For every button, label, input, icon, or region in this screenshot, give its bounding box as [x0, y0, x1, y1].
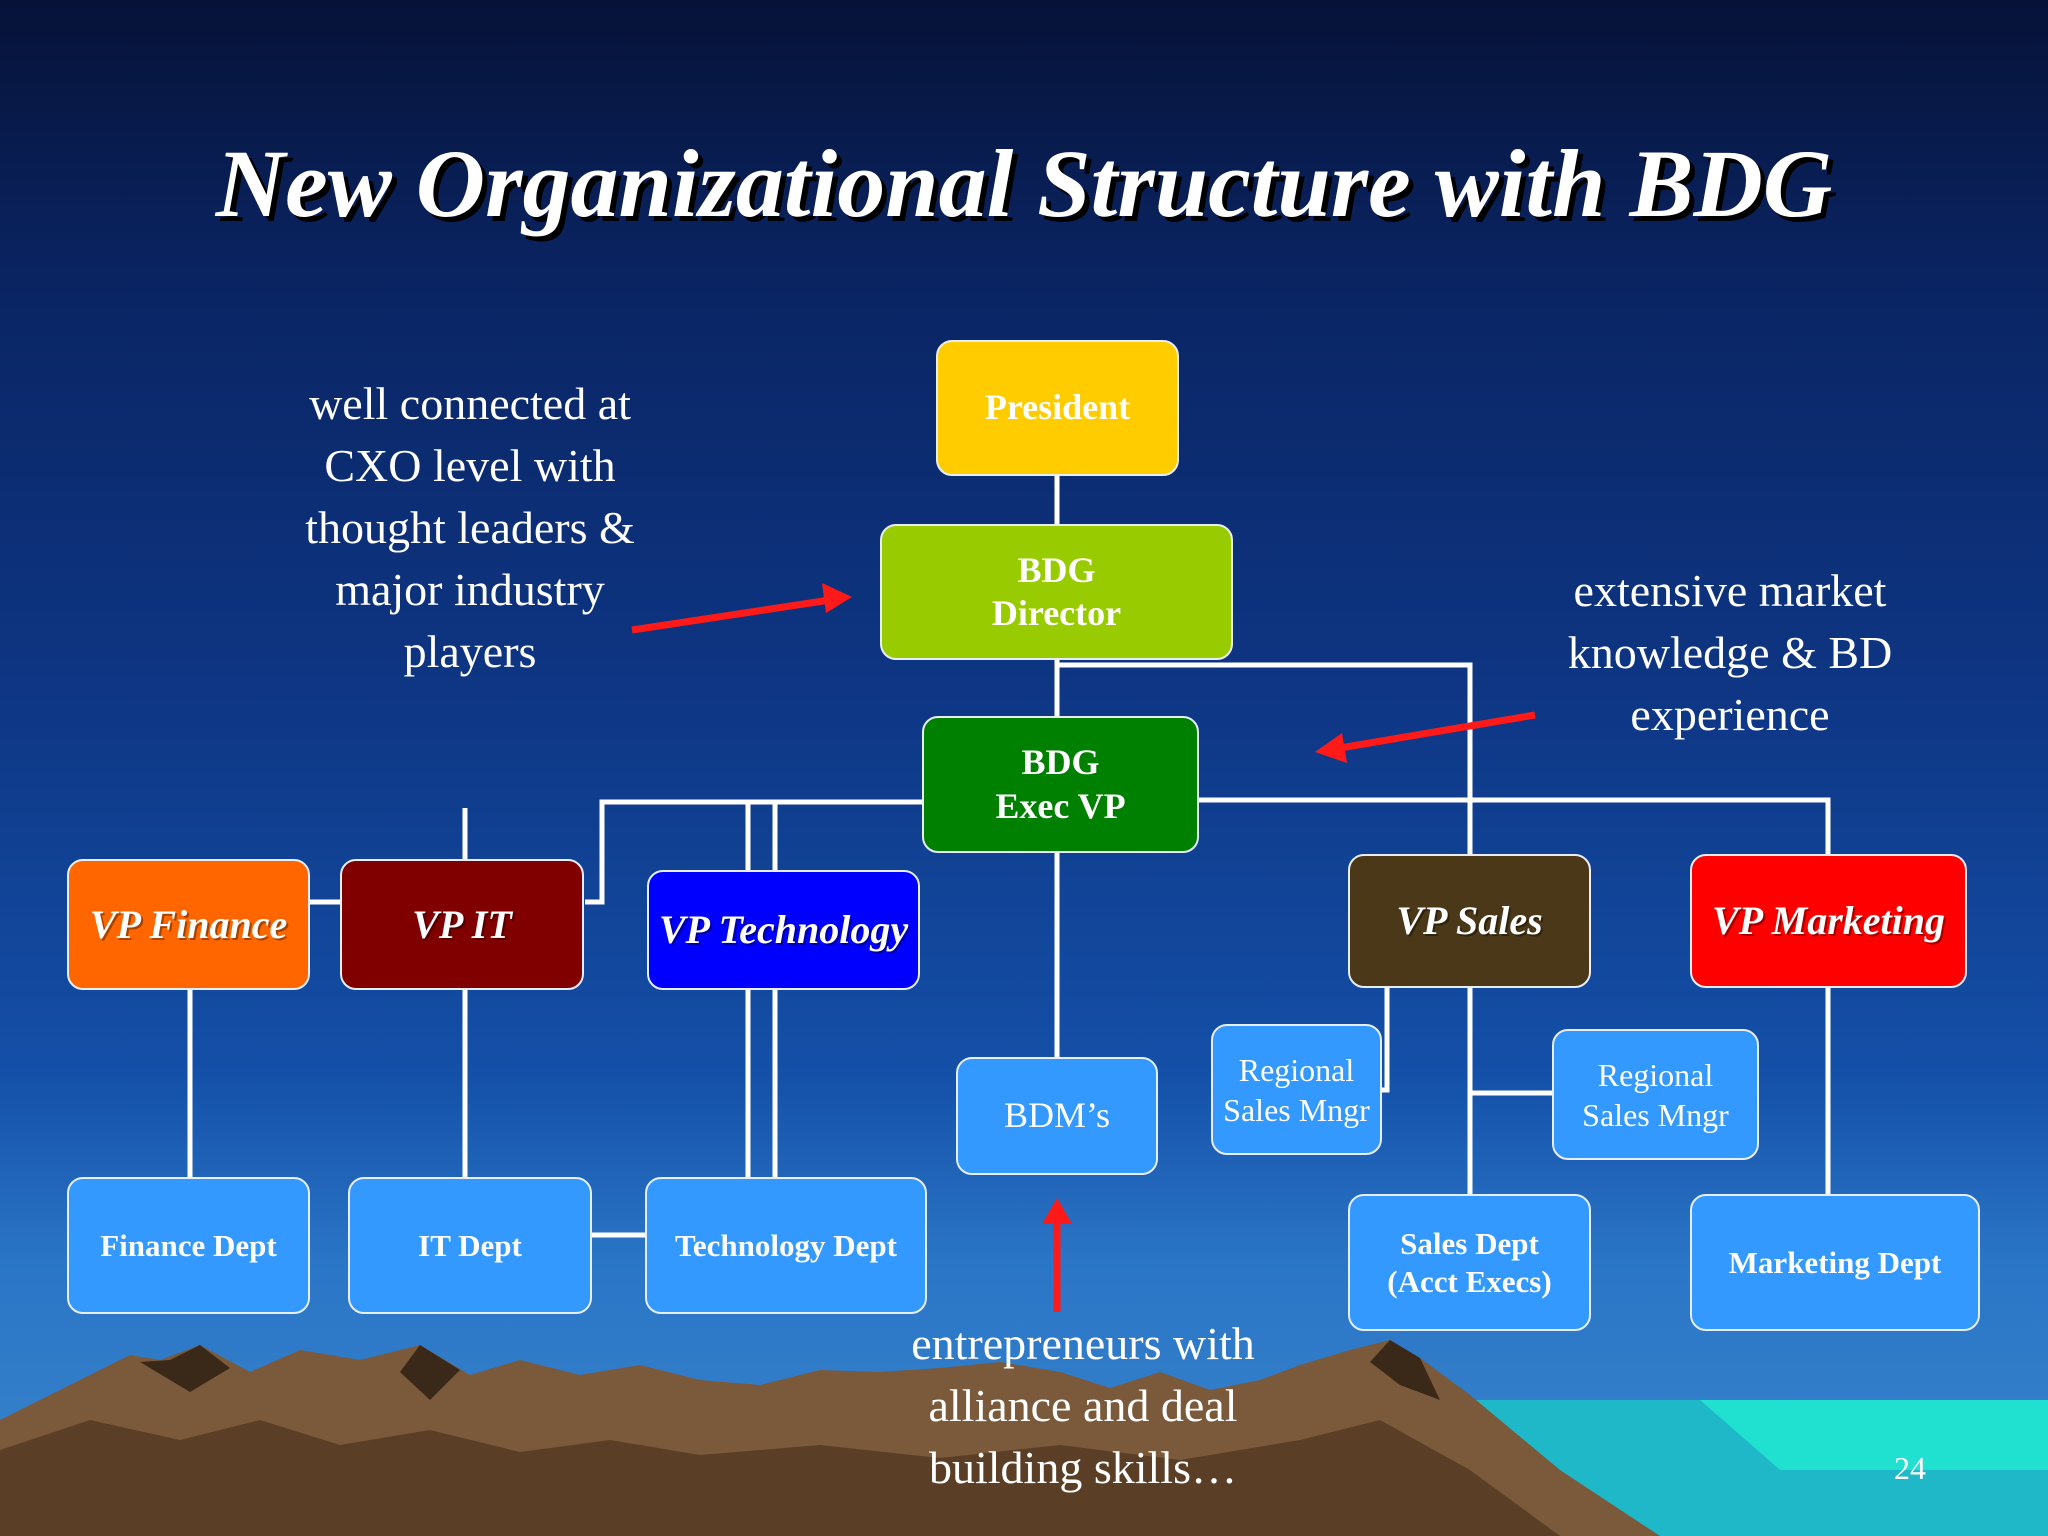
- vp-sales-box: VP Sales: [1348, 854, 1591, 988]
- finance-dept-box: Finance Dept: [67, 1177, 310, 1314]
- mountain-ridge-right: [1370, 1340, 1440, 1400]
- mountain-ridge-left: [140, 1345, 230, 1392]
- bdms-box: BDM’s: [956, 1057, 1158, 1175]
- vp-it-box: VP IT: [340, 859, 584, 990]
- vp-finance-box: VP Finance: [67, 859, 310, 990]
- line-sales-regional-1: [1380, 988, 1390, 1093]
- slide-title: New Organizational Structure with BDG: [215, 130, 1833, 237]
- line-execvp-right: [1197, 797, 1831, 855]
- it-dept-box: IT Dept: [348, 1177, 592, 1314]
- arrow-right-head: [1315, 733, 1347, 763]
- vp-technology-box: VP Technology: [647, 870, 920, 990]
- mountain-shadow: [0, 1420, 1560, 1536]
- arrow-left-head: [822, 583, 852, 613]
- arrow-left-line: [631, 596, 831, 634]
- page-number: 24: [1894, 1450, 1926, 1486]
- arrows: [631, 583, 1536, 1312]
- connector-lines: [187, 476, 1831, 1238]
- vp-marketing-box: VP Marketing: [1690, 854, 1967, 988]
- mountain-ridge-mid: [400, 1345, 460, 1400]
- bdg-exec-vp-box: BDG Exec VP: [922, 716, 1199, 853]
- sales-dept-box: Sales Dept (Acct Execs): [1348, 1194, 1591, 1331]
- regional-sales-mngr-box-1: Regional Sales Mngr: [1211, 1024, 1382, 1155]
- regional-sales-mngr-box-2: Regional Sales Mngr: [1552, 1029, 1759, 1160]
- note-right: extensive market knowledge & BD experien…: [1567, 565, 1893, 740]
- line-execvp-left: [585, 799, 922, 905]
- president-box: President: [936, 340, 1179, 476]
- note-left: well connected at CXO level with thought…: [305, 378, 635, 677]
- bdg-director-box: BDG Director: [880, 524, 1233, 660]
- note-bottom: entrepreneurs with alliance and deal bui…: [911, 1318, 1255, 1493]
- arrow-bottom-head: [1042, 1198, 1072, 1224]
- arrow-right-line: [1339, 711, 1536, 752]
- sea-highlight: [1700, 1400, 2048, 1470]
- line-director-sales: [1057, 662, 1473, 855]
- marketing-dept-box: Marketing Dept: [1690, 1194, 1980, 1331]
- technology-dept-box: Technology Dept: [645, 1177, 927, 1314]
